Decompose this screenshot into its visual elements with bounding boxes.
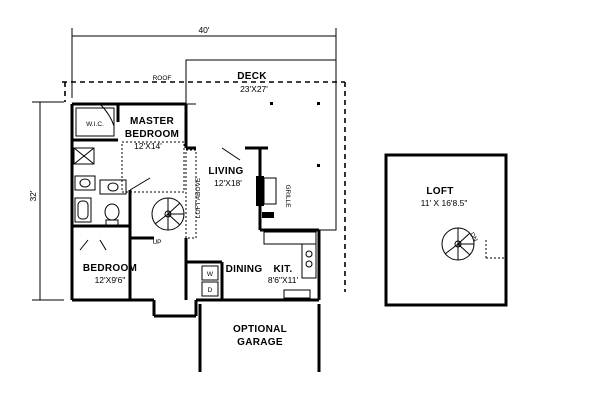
garage-name-2: GARAGE bbox=[237, 337, 283, 348]
spiral-stair: UP bbox=[151, 197, 185, 246]
deck-name: DECK bbox=[237, 71, 267, 82]
loft-above-label: LOFT ABOVE bbox=[195, 177, 202, 218]
master-bedroom-name-1: MASTER bbox=[130, 116, 174, 127]
stair-up-label: UP bbox=[152, 239, 161, 246]
width-dimension-label: 40' bbox=[198, 25, 209, 35]
kitchen: KIT. 8'6"X11' bbox=[263, 231, 317, 299]
dryer-label: D bbox=[208, 287, 213, 294]
kitchen-size: 8'6"X11' bbox=[268, 275, 299, 285]
depth-dimension-label: 32' bbox=[28, 190, 38, 201]
bedroom-size: 12'X9'6" bbox=[95, 275, 126, 285]
living-room: LIVING 12'X18' bbox=[208, 147, 243, 188]
deck: DECK 23'X27' bbox=[185, 59, 337, 231]
dining: DINING bbox=[226, 264, 263, 275]
deck-size: 23'X27' bbox=[240, 84, 268, 94]
living-name: LIVING bbox=[208, 166, 243, 177]
washer-label: W bbox=[207, 271, 214, 278]
dining-name: DINING bbox=[226, 264, 263, 275]
master-bedroom-size: 12'X14' bbox=[134, 141, 162, 151]
depth-dimension: 32' bbox=[28, 101, 64, 301]
fireplace: GRILLE bbox=[256, 176, 291, 218]
master-bedroom-name-2: BEDROOM bbox=[125, 129, 179, 140]
loft-stair-label: DN bbox=[468, 231, 479, 243]
loft-above: LOFT ABOVE bbox=[185, 149, 202, 239]
walk-in-closet: W.I.C. bbox=[75, 103, 115, 137]
exterior-walls bbox=[70, 102, 321, 318]
bathroom bbox=[73, 147, 127, 226]
loft-size: 11' X 16'8.5" bbox=[421, 198, 468, 208]
kitchen-name: KIT. bbox=[274, 264, 293, 275]
roof-label: ROOF bbox=[153, 75, 172, 82]
wic-label: W.I.C. bbox=[86, 121, 104, 128]
width-dimension: 40' bbox=[71, 25, 337, 98]
loft-plan: LOFT 11' X 16'8.5" DN bbox=[384, 153, 508, 307]
loft-spiral-stair: DN bbox=[441, 227, 479, 261]
optional-garage: OPTIONAL GARAGE bbox=[198, 304, 321, 372]
master-bedroom: MASTER BEDROOM 12'X14' bbox=[121, 116, 185, 193]
interior-walls bbox=[72, 104, 268, 300]
loft-name: LOFT bbox=[426, 186, 453, 197]
bedroom-name: BEDROOM bbox=[83, 263, 137, 274]
grille-label: GRILLE bbox=[284, 184, 291, 208]
living-size: 12'X18' bbox=[214, 178, 242, 188]
bedroom: BEDROOM 12'X9'6" bbox=[79, 239, 137, 285]
garage-name-1: OPTIONAL bbox=[233, 324, 287, 335]
laundry: W D bbox=[201, 265, 219, 297]
